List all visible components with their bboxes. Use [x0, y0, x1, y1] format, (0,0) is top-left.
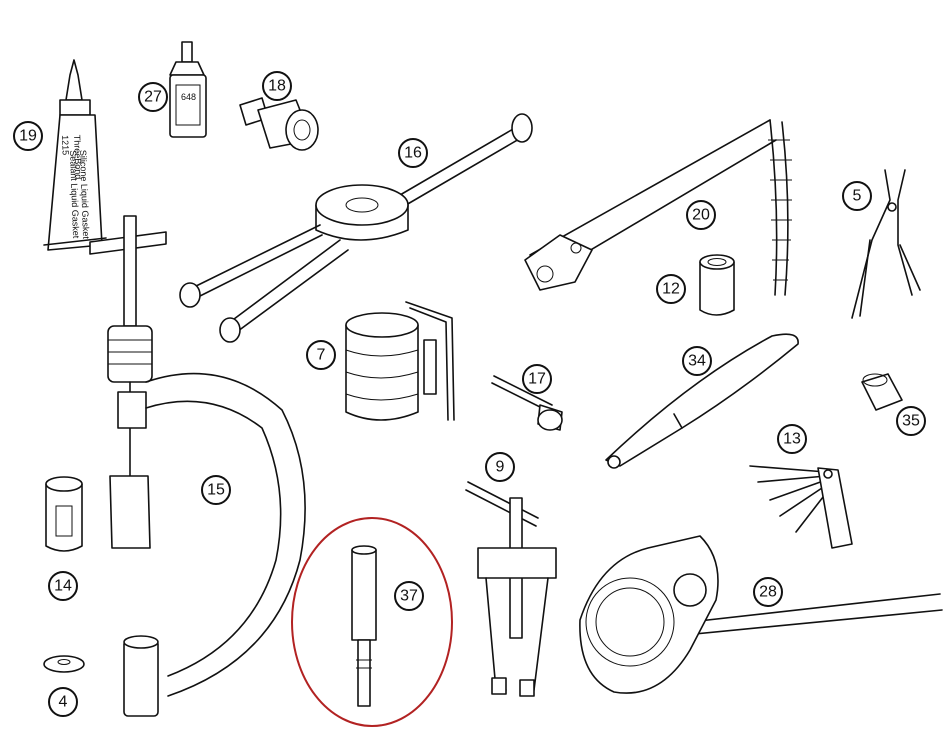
label-35-text: 35: [902, 413, 920, 430]
tube-brand-text: ThreeBond: [72, 135, 84, 180]
drift-punch: [291, 517, 453, 727]
label-35: 35: [896, 406, 926, 436]
label-19: 19: [13, 121, 43, 151]
label-14: 14: [48, 571, 78, 601]
label-4-text: 4: [59, 694, 68, 711]
label-17-text: 17: [528, 371, 546, 388]
flywheel-puller: [239, 97, 319, 151]
label-28-text: 28: [759, 584, 777, 601]
label-5: 5: [842, 181, 872, 211]
label-12-text: 12: [662, 281, 680, 298]
highlight-ellipse: [291, 517, 453, 727]
label-16: 16: [398, 138, 428, 168]
lever-tool: [605, 333, 799, 469]
loctite-bottle: 648: [169, 41, 207, 138]
label-5-text: 5: [853, 188, 862, 205]
label-19-text: 19: [19, 128, 37, 145]
label-20-text: 20: [692, 207, 710, 224]
label-9-text: 9: [496, 459, 505, 476]
clutch-holder: [579, 535, 943, 694]
label-13-text: 13: [783, 431, 801, 448]
label-37: 37: [394, 581, 424, 611]
gear-puller: [465, 481, 557, 697]
label-16-text: 16: [404, 145, 422, 162]
label-4: 4: [48, 687, 78, 717]
label-18-text: 18: [268, 78, 286, 95]
valve-spring-adapter: [45, 476, 83, 552]
nut-socket: [861, 373, 903, 411]
valve-spring-compressor: [89, 215, 306, 717]
washer: [43, 655, 85, 673]
feeler-gauge: [749, 465, 853, 549]
label-13: 13: [777, 424, 807, 454]
tube-line2-text: Sealant Liquid Gasket: [68, 150, 81, 239]
tube-code-text: 1215: [60, 135, 71, 155]
label-18: 18: [262, 71, 292, 101]
bearing-puller-plate: [179, 113, 533, 343]
label-37-text: 37: [400, 588, 418, 605]
valve-tool: [491, 375, 563, 431]
label-9: 9: [485, 452, 515, 482]
label-34-text: 34: [688, 353, 706, 370]
chain-holder-wrench: [524, 119, 792, 296]
label-27: 27: [138, 82, 168, 112]
circlip-pliers: [851, 169, 921, 319]
label-17: 17: [522, 364, 552, 394]
piston-ring-compressor: [345, 301, 455, 421]
label-27-text: 27: [144, 89, 162, 106]
label-34: 34: [682, 346, 712, 376]
label-14-text: 14: [54, 578, 72, 595]
tube-line1-text: Silicone Liquid Gasket: [78, 150, 91, 240]
label-15: 15: [201, 475, 231, 505]
label-7-text: 7: [317, 347, 326, 364]
label-28: 28: [753, 577, 783, 607]
label-20: 20: [686, 200, 716, 230]
label-12: 12: [656, 274, 686, 304]
label-15-text: 15: [207, 482, 225, 499]
bushing-sleeve: [699, 254, 735, 316]
threadlocker-tube: ThreeBond 1215 Silicone Liquid Gasket Se…: [43, 59, 107, 251]
bottle-label-text: 648: [181, 92, 196, 102]
label-7: 7: [306, 340, 336, 370]
